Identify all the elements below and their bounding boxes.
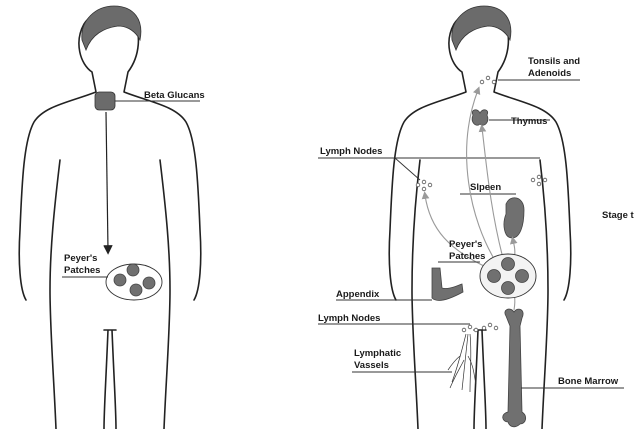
right-peyers-patch	[516, 270, 529, 283]
right-peyers-patch	[502, 258, 515, 271]
right-peyers-patch	[502, 282, 515, 295]
lymphatic-vessels-label-line2: Vassels	[354, 360, 389, 371]
left-peyers-patch	[143, 277, 155, 289]
beta-glucans-marker	[95, 92, 115, 110]
lymphatic-vessels-label-line1: Lymphatic	[354, 348, 401, 359]
left-hair	[82, 6, 141, 50]
right-hair	[452, 6, 511, 50]
tonsils-node-cluster	[480, 76, 496, 84]
left-peyers-label-line2: Patches	[64, 265, 100, 276]
spleen-organ	[504, 198, 524, 238]
right-peyers-label-line1: Peyer's	[449, 239, 482, 250]
axillary-node-cluster-right	[531, 175, 547, 186]
lymph-nodes-lower-label: Lymph Nodes	[318, 313, 380, 324]
lymphatic-vessels	[448, 334, 476, 392]
tonsils-label-line1: Tonsils and	[528, 56, 580, 67]
appendix-organ	[432, 268, 463, 300]
left-body-figure: Beta Glucans Peyer's Patches	[19, 6, 204, 429]
beta-glucans-pathway-arrow	[106, 112, 108, 250]
thymus-label: Thymus	[511, 116, 547, 127]
tonsils-label-line2: Adenoids	[528, 68, 571, 79]
lymph-nodes-upper-label: Lymph Nodes	[320, 146, 382, 157]
axillary-node-cluster-left	[416, 180, 432, 191]
thymus-organ	[472, 110, 488, 125]
bone-marrow-femur	[503, 309, 526, 427]
right-peyers-patch	[488, 270, 501, 283]
right-peyers-label-line2: Patches	[449, 251, 485, 262]
right-body-figure: Tonsils and Adenoids Thymus Lymph Nodes …	[318, 6, 635, 429]
lymph-nodes-upper-drop	[395, 158, 420, 180]
left-peyers-patch	[127, 264, 139, 276]
appendix-label: Appendix	[336, 289, 380, 300]
bone-marrow-label: Bone Marrow	[558, 376, 619, 387]
spleen-label: Slpeen	[470, 182, 501, 193]
left-peyers-label-line1: Peyer's	[64, 253, 97, 264]
stage-label: Stage t	[602, 210, 635, 221]
left-body-outline	[19, 11, 201, 429]
left-peyers-patch	[130, 284, 142, 296]
beta-glucans-label: Beta Glucans	[144, 90, 205, 101]
left-peyers-patch	[114, 274, 126, 286]
